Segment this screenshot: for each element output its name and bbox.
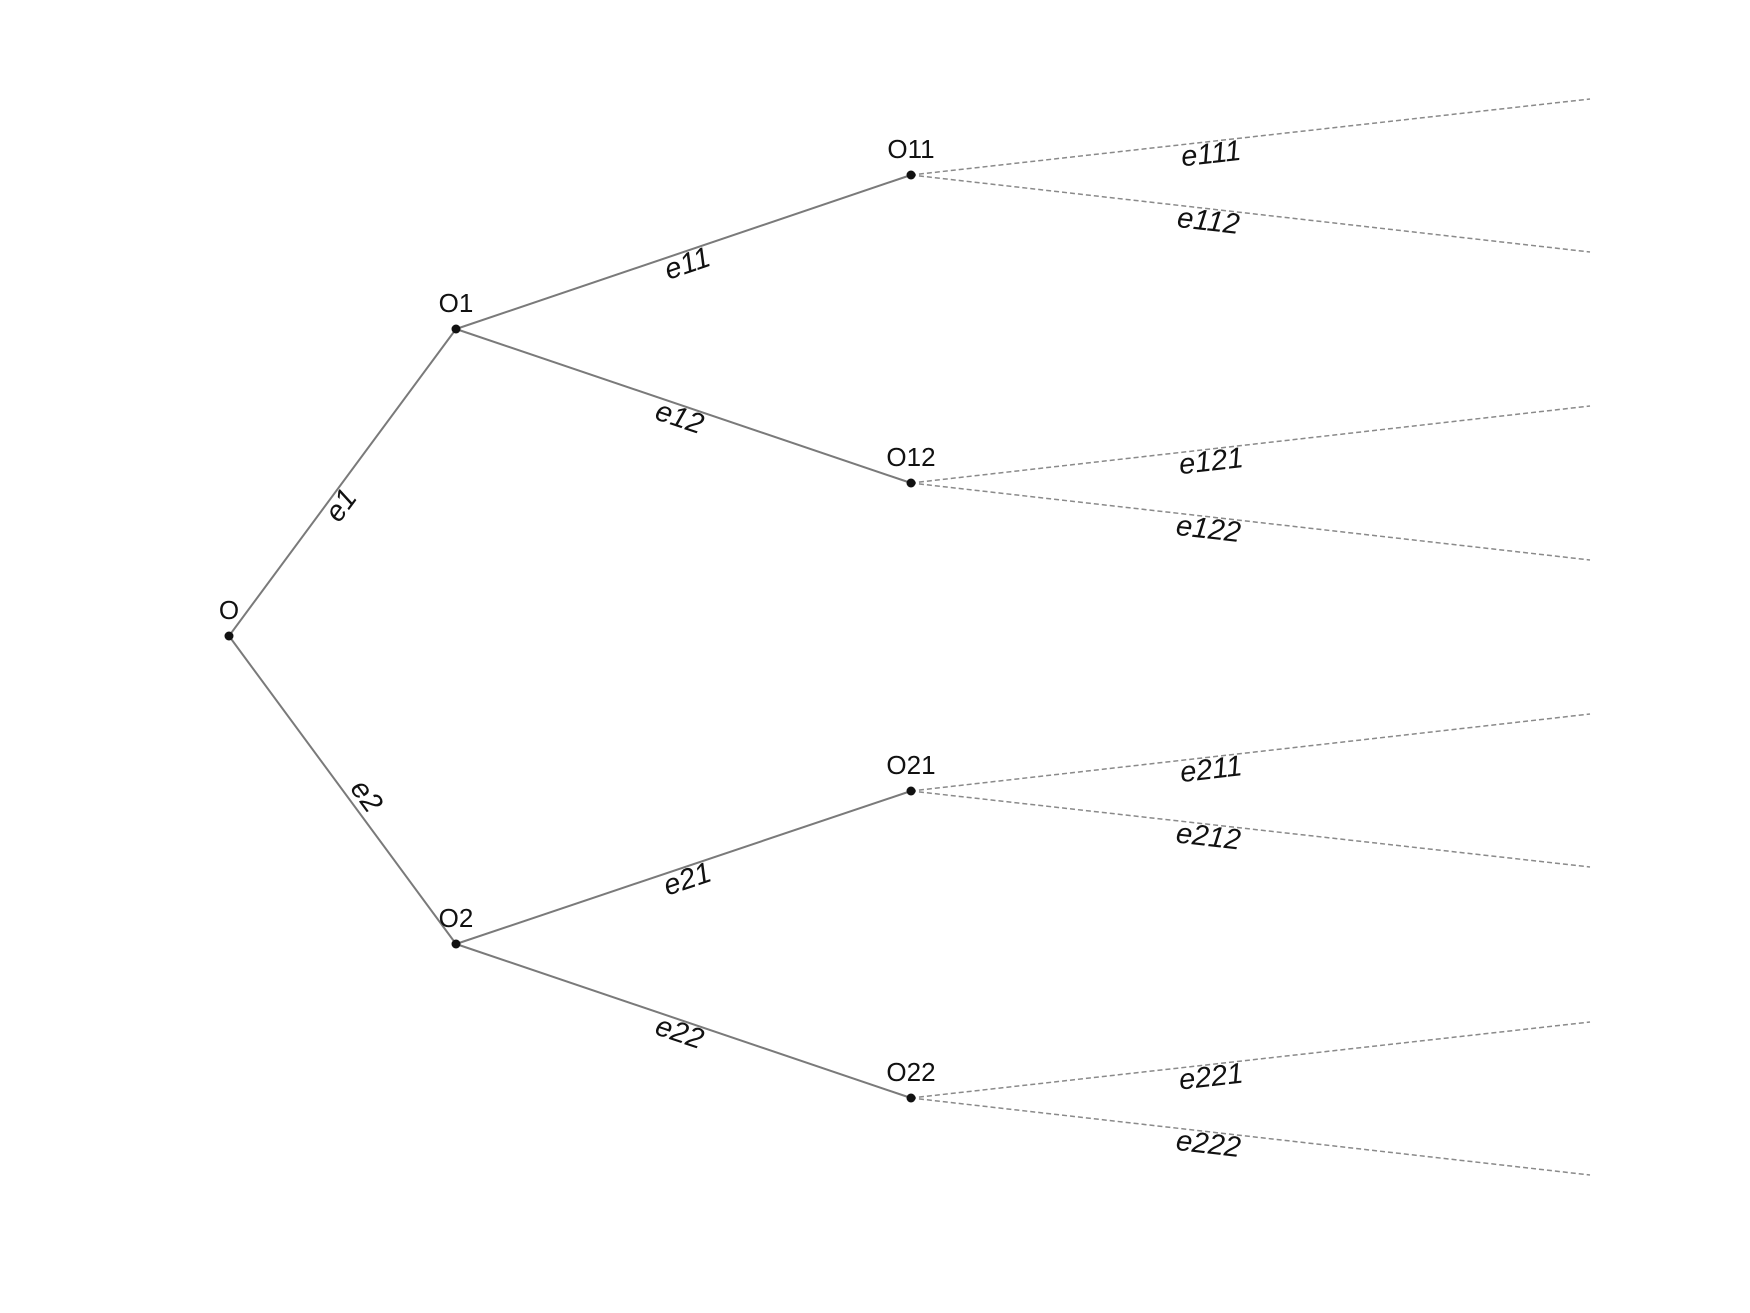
edge-label-e11: e11 bbox=[661, 241, 715, 286]
edge-e21 bbox=[455, 790, 912, 945]
node-dot-O21 bbox=[906, 786, 916, 796]
node-label-O: O bbox=[219, 595, 239, 625]
edge-label-e21: e21 bbox=[659, 857, 715, 903]
edge-e211 bbox=[910, 713, 1591, 792]
edge-e22 bbox=[455, 943, 912, 1099]
node-dot-O22 bbox=[906, 1093, 916, 1103]
edge-e121 bbox=[910, 405, 1591, 484]
edge-label-e111: e111 bbox=[1179, 135, 1242, 174]
node-dot-O12 bbox=[906, 478, 916, 488]
edge-label-e112: e112 bbox=[1176, 202, 1242, 241]
edge-label-e22: e22 bbox=[651, 1010, 707, 1056]
edge-label-e212: e212 bbox=[1175, 818, 1243, 857]
node-label-O12: O12 bbox=[886, 442, 935, 472]
edge-label-e222: e222 bbox=[1174, 1125, 1242, 1164]
edge-e12 bbox=[455, 328, 912, 484]
edge-label-e211: e211 bbox=[1178, 750, 1244, 789]
edge-label-e12: e12 bbox=[651, 395, 707, 441]
edge-e221 bbox=[910, 1021, 1591, 1099]
node-label-O11: O11 bbox=[887, 134, 934, 164]
edge-label-e221: e221 bbox=[1177, 1058, 1245, 1097]
node-dot-O bbox=[224, 631, 234, 641]
edges-layer bbox=[228, 98, 1591, 1176]
node-label-O21: O21 bbox=[886, 750, 935, 780]
edge-e2 bbox=[228, 635, 457, 945]
node-label-O2: O2 bbox=[439, 903, 474, 933]
node-label-O1: O1 bbox=[439, 288, 474, 318]
edge-e222 bbox=[910, 1097, 1591, 1176]
edge-label-e1: e1 bbox=[319, 483, 364, 528]
edge-label-e121: e121 bbox=[1177, 442, 1245, 481]
edge-e112 bbox=[910, 174, 1591, 253]
node-label-O22: O22 bbox=[886, 1057, 935, 1087]
edge-label-e2: e2 bbox=[344, 774, 389, 819]
node-dot-O2 bbox=[451, 939, 461, 949]
edge-label-e122: e122 bbox=[1174, 510, 1242, 549]
edge-e11 bbox=[455, 174, 912, 330]
edge-e212 bbox=[910, 790, 1591, 868]
node-dot-O11 bbox=[906, 170, 916, 180]
edge-e111 bbox=[910, 98, 1591, 176]
edge-e1 bbox=[228, 328, 457, 637]
edge-e122 bbox=[910, 482, 1591, 561]
node-dot-O1 bbox=[451, 324, 461, 334]
